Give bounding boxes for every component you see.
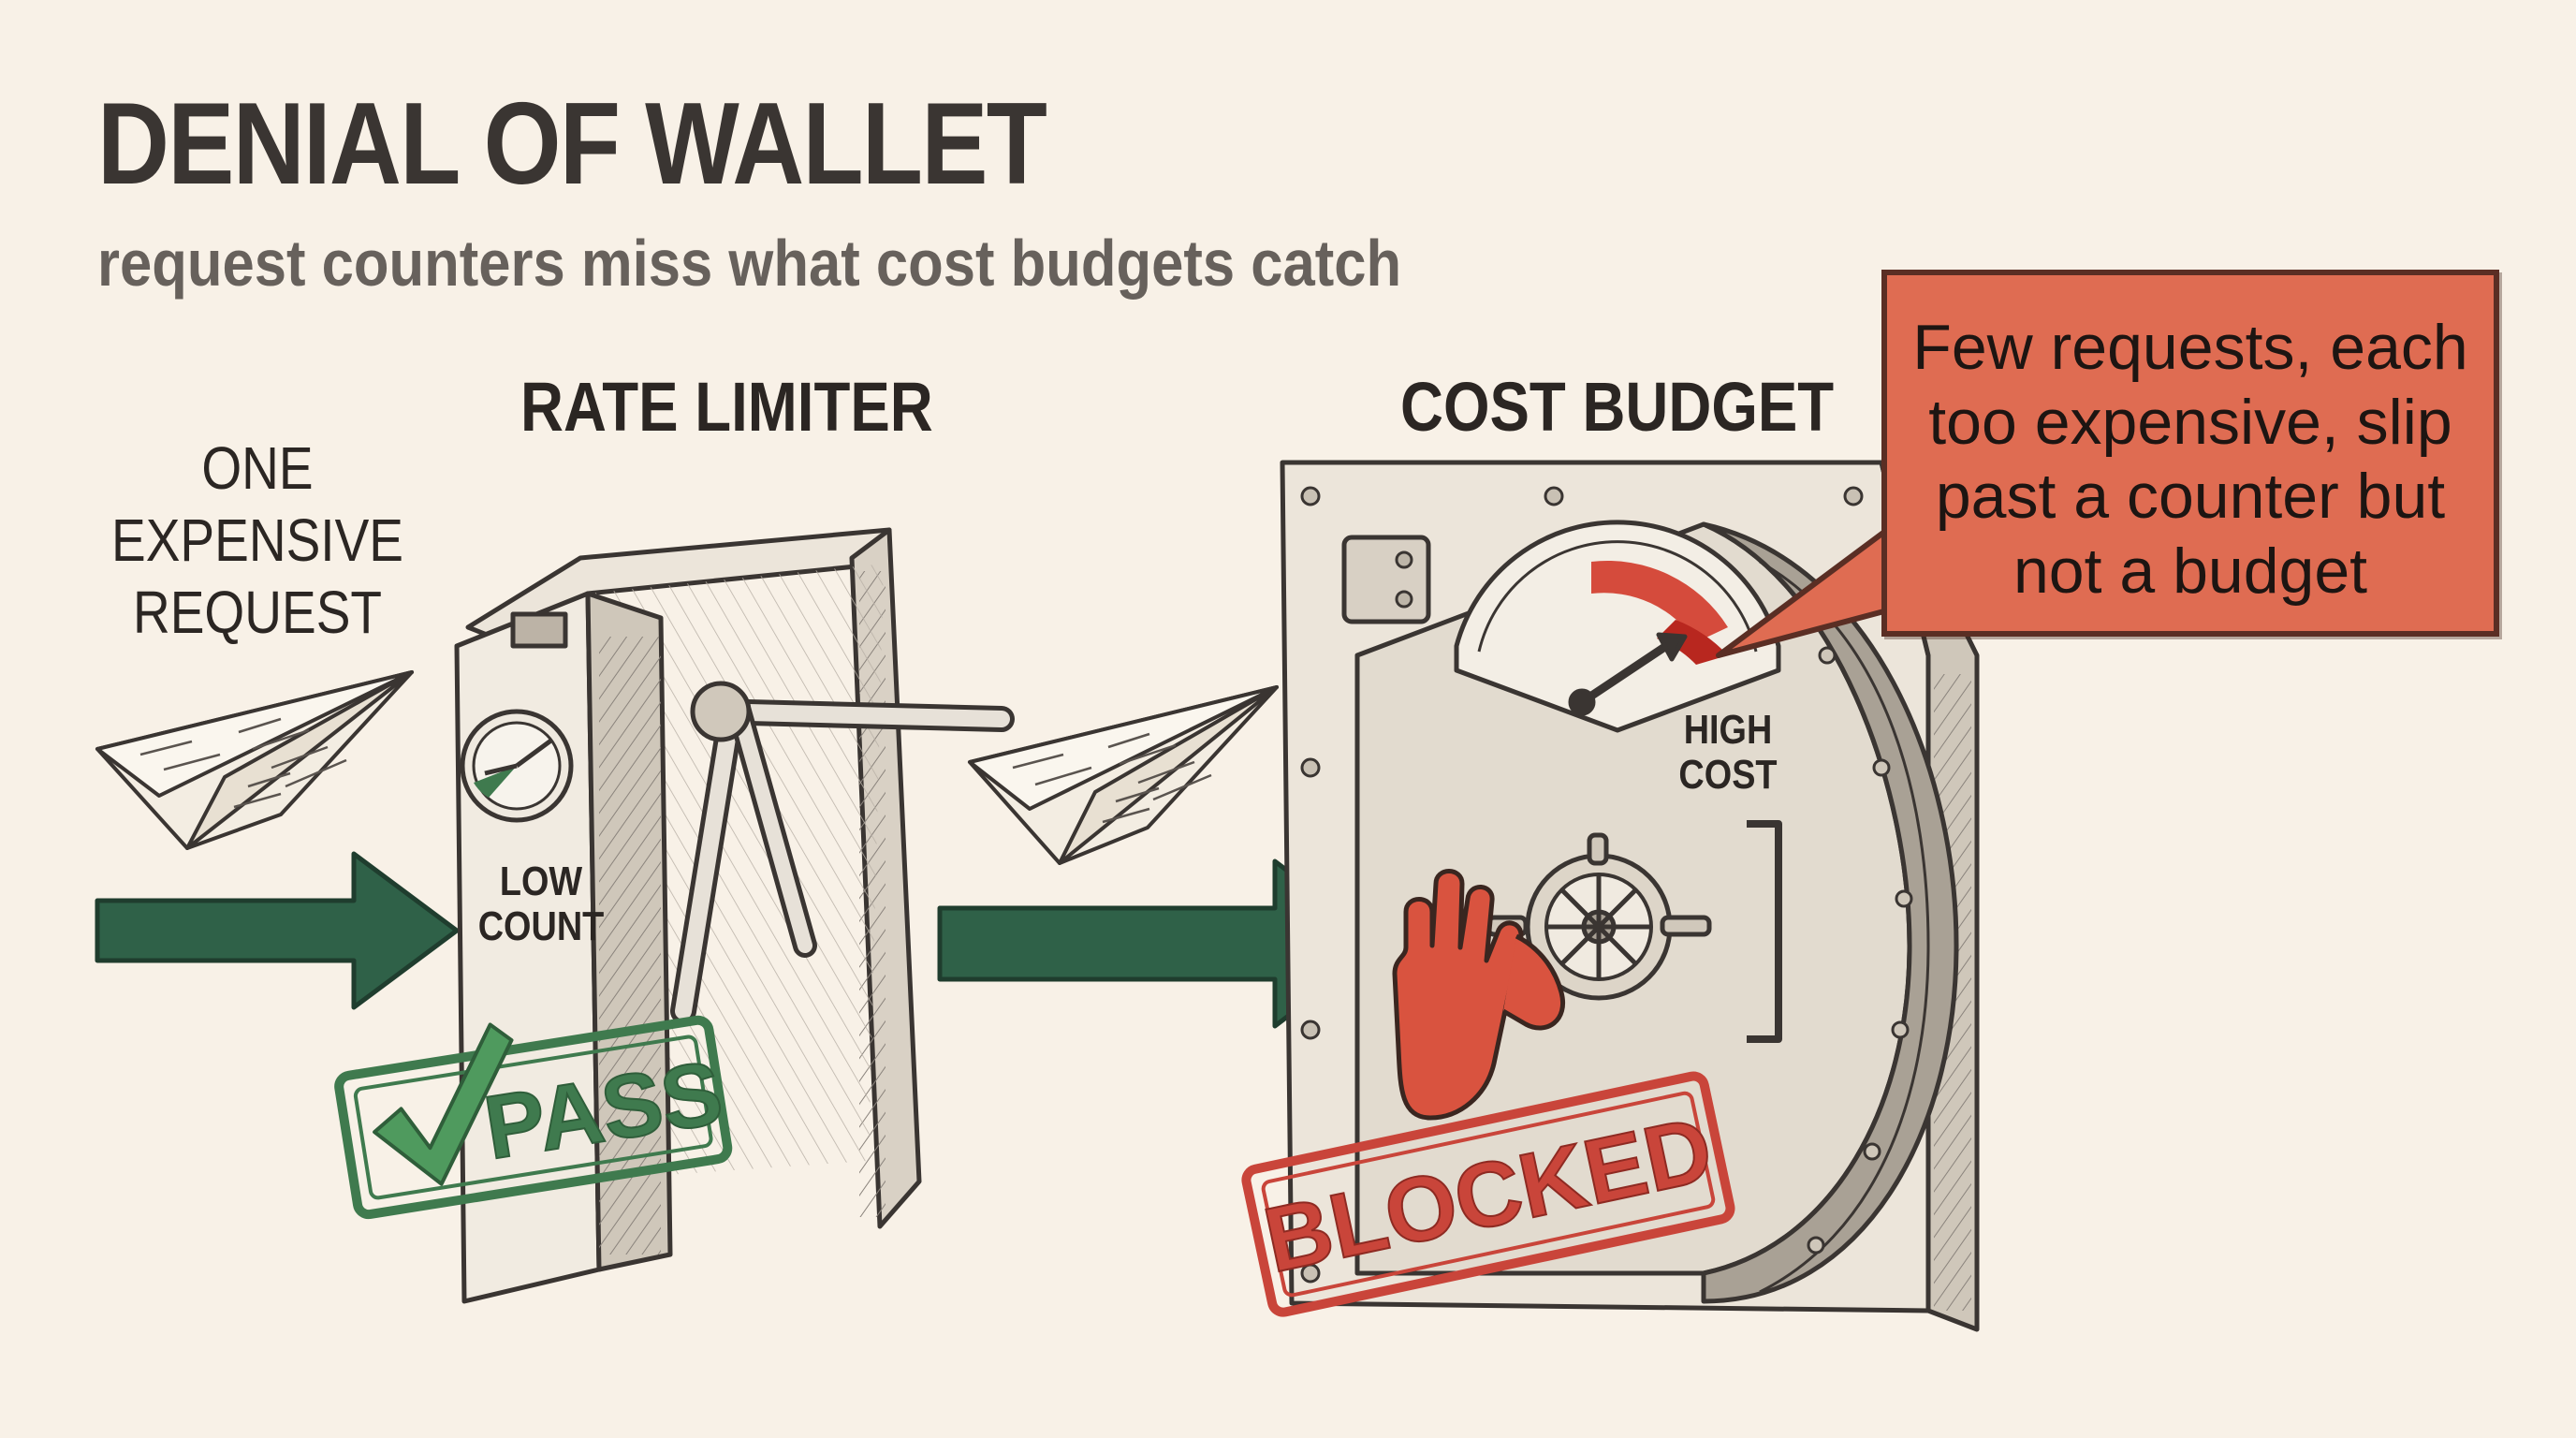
page-title: DENIAL OF WALLET: [97, 80, 1047, 209]
cost-budget-label: COST BUDGET: [1400, 368, 1835, 446]
paper-plane-icon: [968, 685, 1279, 865]
low-count-label: LOW COUNT: [461, 858, 622, 950]
request-caption-line: EXPENSIVE: [110, 506, 404, 574]
turnstile-icon: [454, 527, 1015, 1304]
high-cost-label: HIGH COST: [1647, 707, 1808, 799]
paper-plane-icon: [95, 670, 414, 850]
callout-text: Few requests, each too expensive, slip p…: [1912, 312, 2468, 607]
high-cost-line: COST: [1678, 752, 1778, 799]
checkmark-icon: [373, 1022, 514, 1186]
high-cost-line: HIGH: [1683, 707, 1773, 753]
arrow-right-icon: [95, 851, 460, 1010]
low-count-line: COUNT: [477, 903, 605, 950]
dial-gauge-icon: [1454, 520, 1781, 733]
rate-limiter-label: RATE LIMITER: [520, 368, 933, 446]
page-subtitle: request counters miss what cost budgets …: [97, 227, 1402, 300]
low-count-line: LOW: [499, 858, 583, 904]
request-caption-line: REQUEST: [132, 578, 383, 646]
request-caption: ONE EXPENSIVE REQUEST: [100, 433, 414, 648]
callout-box: Few requests, each too expensive, slip p…: [1881, 270, 2499, 637]
stop-hand-icon: [1392, 869, 1565, 1121]
dial-gauge-icon: [460, 709, 574, 823]
request-caption-line: ONE: [201, 434, 314, 502]
